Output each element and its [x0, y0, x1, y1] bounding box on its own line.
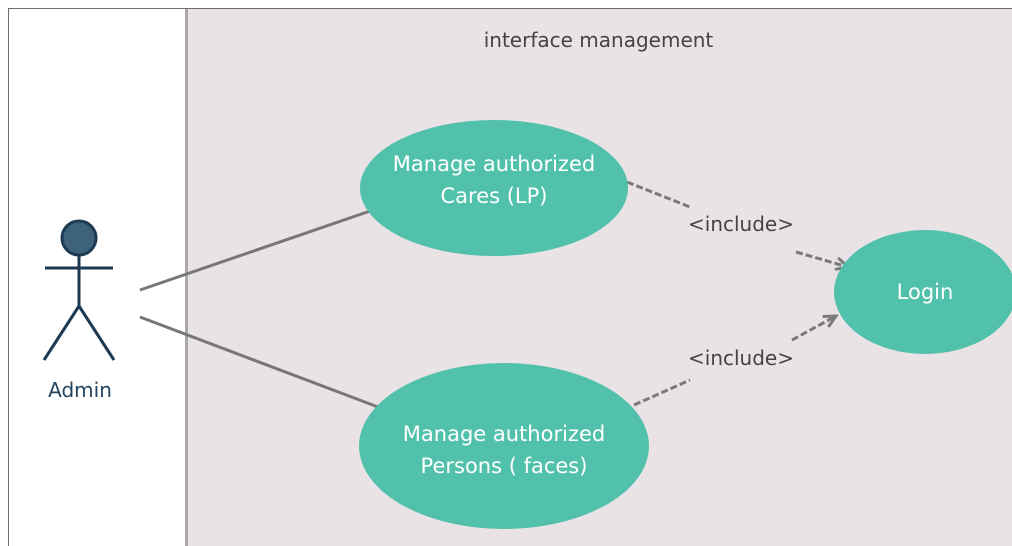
actor-label: Admin [48, 378, 112, 402]
actor-left-leg [42, 305, 81, 361]
include-arrow-bottom [791, 316, 836, 342]
include-line-bottom [633, 378, 691, 407]
use-case-manage-cars-label: Manage authorized Cares (LP) [392, 152, 596, 208]
use-case-manage-persons[interactable] [359, 363, 649, 529]
actor-right-leg [77, 305, 116, 361]
include-line-top [626, 180, 691, 209]
include-label-top: <include> [686, 212, 796, 236]
use-case-manage-cars[interactable] [360, 120, 628, 256]
association-line-persons [139, 315, 379, 409]
include-label-bottom: <include> [686, 346, 796, 370]
system-title: interface management [483, 28, 714, 52]
include-arrow-top [795, 250, 848, 267]
association-line-cars [139, 207, 377, 292]
actor-figure[interactable] [42, 219, 116, 361]
use-case-login[interactable] [834, 230, 1012, 354]
use-case-manage-persons-label: Manage authorized Persons ( faces) [402, 422, 606, 478]
use-case-login-label: Login [896, 280, 954, 304]
actor-head [60, 219, 98, 257]
